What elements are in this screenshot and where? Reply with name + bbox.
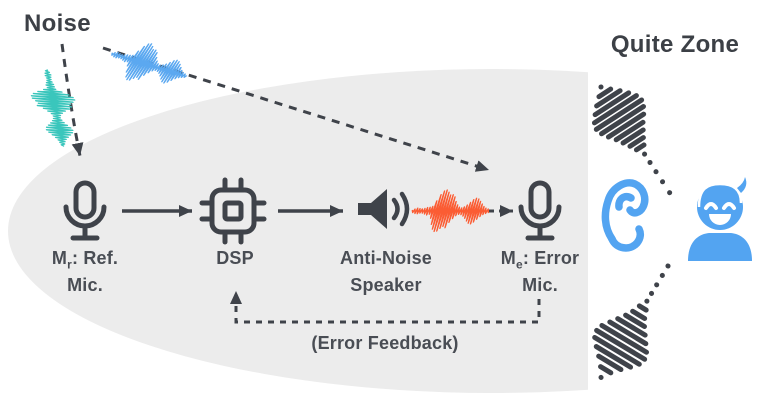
error-microphone-icon — [518, 180, 562, 241]
speaker-label-line2: Speaker — [350, 275, 422, 295]
ref-mic-label-line2: Mic. — [67, 275, 103, 295]
speaker-label-line1: Anti-Noise — [340, 248, 432, 268]
error-mic-label-subscript: e — [515, 257, 523, 272]
ref-mic-label: Mr: Ref. Mic. — [25, 245, 145, 299]
dsp-chip-icon — [199, 177, 267, 245]
system-zone-ellipse — [8, 69, 588, 393]
error-mic-label: Me: Error Mic. — [480, 245, 600, 299]
noise-title: Noise — [24, 10, 91, 37]
anti-noise-speaker-icon — [358, 189, 410, 229]
residual-wave-bottom-icon — [592, 263, 671, 380]
ref-mic-label-subscript: r — [67, 257, 72, 272]
residual-wave-top-icon — [591, 84, 673, 196]
ref-microphone-icon — [63, 180, 107, 241]
noise-waveform-blue-icon — [111, 43, 188, 84]
error-mic-label-text: : Error — [522, 248, 580, 268]
quiet-zone-title: Quite Zone — [610, 31, 740, 58]
anti-noise-waveform-orange-icon — [411, 189, 491, 233]
person-icon — [688, 177, 752, 261]
error-mic-label-line2: Mic. — [522, 275, 558, 295]
ear-icon — [601, 179, 649, 252]
ref-mic-label-text: : Ref. — [71, 248, 119, 268]
error-mic-label-symbol: M — [500, 248, 516, 268]
dsp-label: DSP — [216, 248, 254, 268]
error-feedback-label: (Error Feedback) — [311, 333, 459, 353]
ref-mic-label-symbol: M — [51, 248, 68, 268]
speaker-label: Anti-Noise Speaker — [316, 245, 456, 299]
noise-waveform-teal-icon — [30, 69, 76, 147]
error-feedback-path — [230, 291, 541, 324]
